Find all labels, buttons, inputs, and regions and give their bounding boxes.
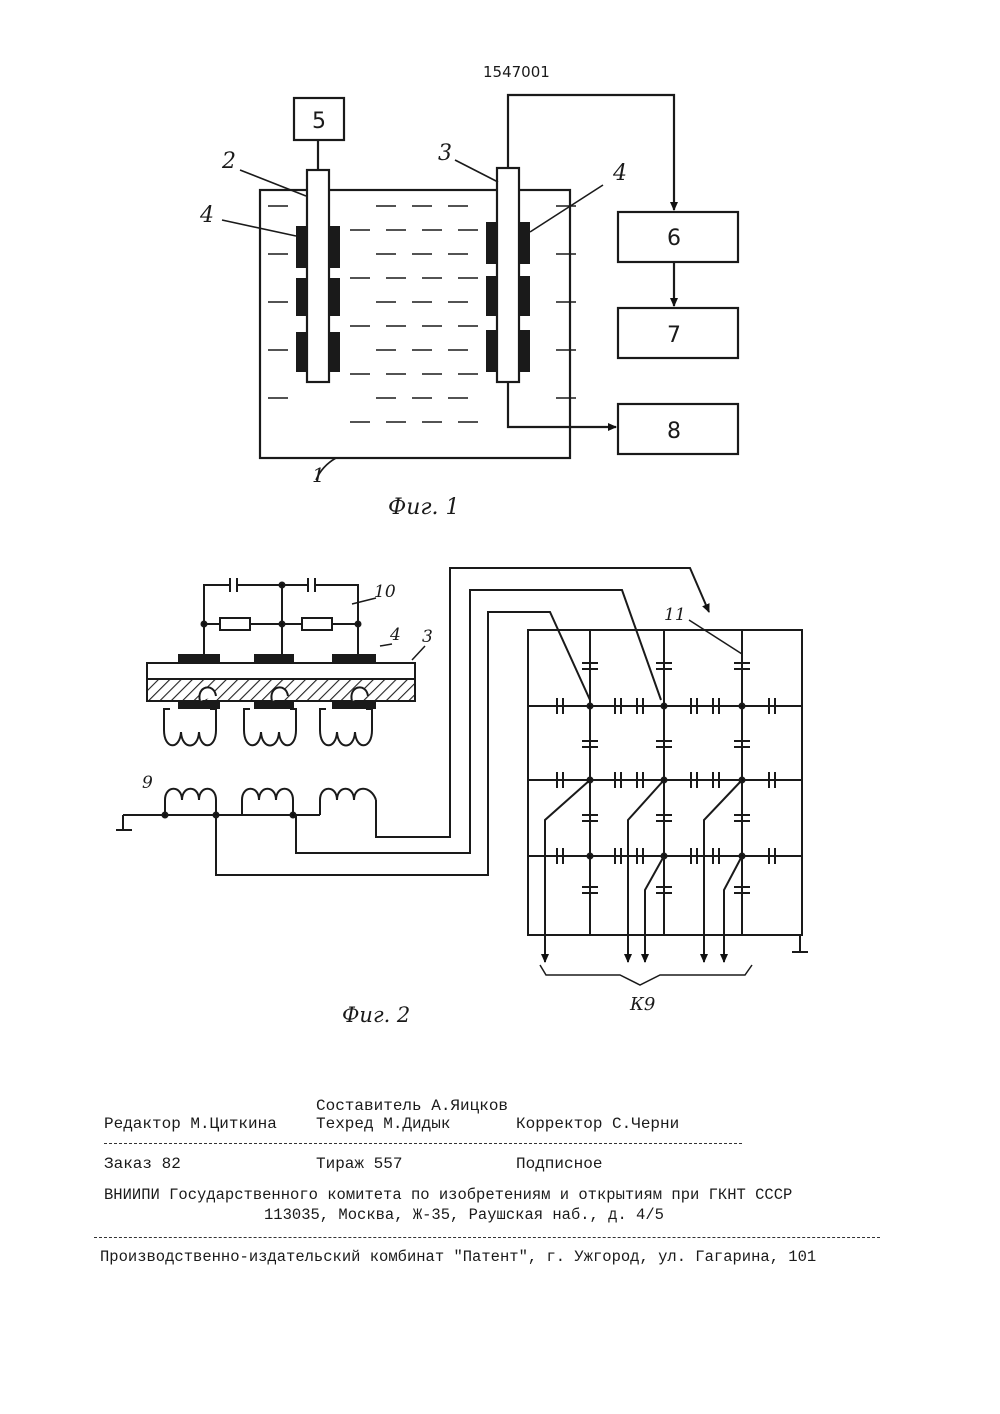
label-4-right: 4 [612, 161, 627, 186]
fig2-label-3: 3 [422, 627, 433, 647]
fig2-caption: Фиг. 2 [342, 1003, 410, 1027]
block-6-label: 6 [667, 226, 681, 251]
coils-upper [164, 709, 372, 746]
wire-coil3 [376, 568, 709, 837]
output-k9 [645, 856, 664, 962]
label-4-left: 4 [199, 203, 214, 228]
matrix-node [588, 854, 593, 859]
matrix-node [662, 704, 667, 709]
techred: Техред М.Дидык [316, 1115, 450, 1133]
figure-2 [116, 568, 808, 985]
rod-2 [307, 170, 329, 382]
matrix-11 [528, 630, 808, 962]
label-2: 2 [221, 149, 236, 174]
order: Заказ 82 [104, 1155, 181, 1173]
rod-3 [497, 168, 519, 382]
divider-1 [104, 1143, 742, 1144]
matrix-node [740, 704, 745, 709]
fig2-label-9: 9 [142, 773, 153, 793]
fig2-label-4: 4 [389, 625, 401, 645]
wire-coil1 [216, 612, 590, 875]
circuit-10 [202, 578, 361, 656]
label-1: 1 [312, 463, 325, 487]
fig2-label-k9: К9 [629, 994, 655, 1015]
block-8-label: 8 [667, 419, 681, 444]
fig2-label-11: 11 [664, 605, 686, 625]
resistor-2 [302, 618, 332, 630]
resistor-1 [220, 618, 250, 630]
compiler: Составитель А.Яицков [316, 1097, 508, 1115]
plate-3 [147, 663, 415, 679]
block-7-label: 7 [667, 323, 681, 348]
fig1-caption: Фиг. 1 [388, 495, 460, 520]
fig2-label-10: 10 [374, 582, 396, 602]
output-k9 [724, 856, 742, 962]
subscription: Подписное [516, 1155, 602, 1173]
figure-1 [222, 95, 738, 480]
org-line: ВНИИПИ Государственного комитета по изоб… [104, 1186, 792, 1204]
address-line: 113035, Москва, Ж-35, Раушская наб., д. … [264, 1206, 664, 1224]
divider-2 [94, 1237, 880, 1238]
patent-number: 1547001 [483, 63, 550, 81]
corrector: Корректор С.Черни [516, 1115, 679, 1133]
printer-line: Производственно-издательский комбинат "П… [100, 1248, 816, 1266]
coils-9 [116, 789, 376, 830]
matrix-node [588, 704, 593, 709]
wire-3-to-8 [508, 382, 616, 427]
brace-k9 [540, 965, 752, 985]
label-3: 3 [438, 141, 452, 166]
editor: Редактор М.Циткина [104, 1115, 277, 1133]
circulation: Тираж 557 [316, 1155, 402, 1173]
block-5-label: 5 [312, 109, 326, 134]
